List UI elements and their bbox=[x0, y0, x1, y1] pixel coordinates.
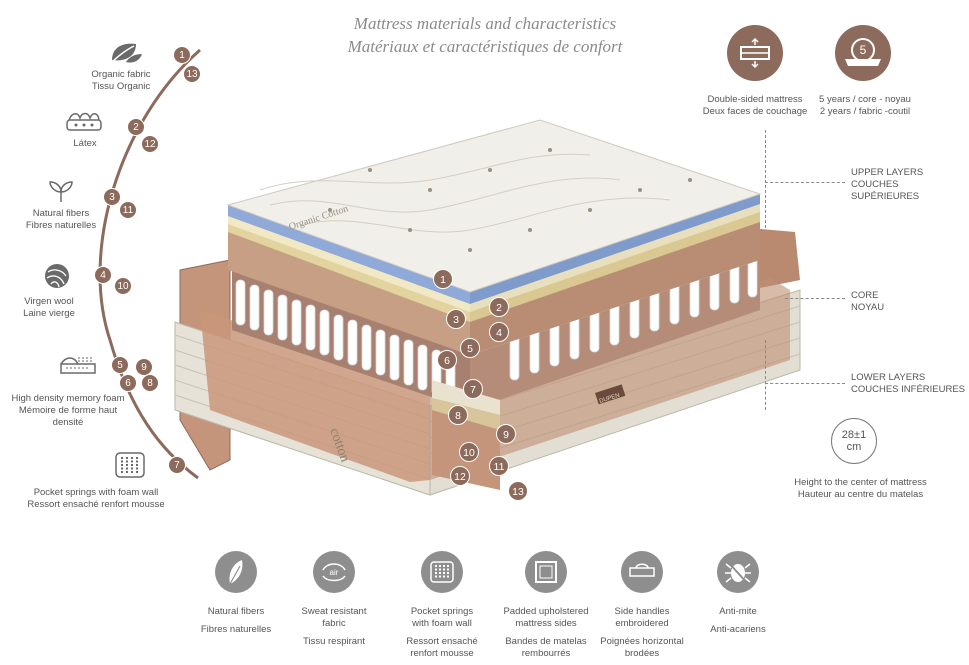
warranty-icon: 5 bbox=[845, 38, 881, 66]
layer-number: 1 bbox=[433, 269, 453, 289]
left-feature-label: Látex bbox=[73, 138, 97, 149]
bottom-feature-icon-circle bbox=[215, 551, 257, 593]
curve-number: 13 bbox=[183, 65, 201, 83]
layer-number: 2 bbox=[489, 297, 509, 317]
bottom-feature-icon-circle: air bbox=[313, 551, 355, 593]
layer-number: 8 bbox=[448, 405, 468, 425]
layer-number: 12 bbox=[450, 466, 470, 486]
lower-leader bbox=[765, 383, 845, 384]
layer-number: 10 bbox=[459, 442, 479, 462]
warranty-badge: 5 bbox=[835, 25, 891, 81]
layer-number: 7 bbox=[463, 379, 483, 399]
pocket-springs-icon bbox=[430, 561, 454, 583]
layer-number: 9 bbox=[496, 424, 516, 444]
title-line-1: Mattress materials and characteristics bbox=[353, 14, 617, 33]
double-sided-badge bbox=[727, 25, 783, 81]
layer-number: 4 bbox=[489, 322, 509, 342]
curve-number: 7 bbox=[168, 456, 186, 474]
layer-curve bbox=[98, 48, 201, 480]
double-sided-icon bbox=[740, 38, 770, 68]
sprout-icon bbox=[49, 181, 73, 202]
curve-number: 2 bbox=[127, 118, 145, 136]
curve-number: 12 bbox=[141, 135, 159, 153]
layer-number: 3 bbox=[446, 309, 466, 329]
curve-number: 10 bbox=[114, 277, 132, 295]
layer-number: 11 bbox=[489, 456, 509, 476]
curve-number: 1 bbox=[173, 46, 191, 64]
layer-number: 5 bbox=[460, 338, 480, 358]
wool-icon bbox=[45, 264, 69, 288]
core-leader bbox=[785, 298, 845, 299]
anti-mite-icon bbox=[725, 561, 751, 585]
mattress-illustration: Organic Cotton cotton DUPEN bbox=[174, 119, 801, 496]
layer-number: 6 bbox=[437, 350, 457, 370]
curve-number: 4 bbox=[94, 266, 112, 284]
air-icon: air bbox=[322, 563, 346, 582]
title-line-2: Matériaux et caractéristiques de confort bbox=[347, 37, 623, 56]
curve-number: 5 bbox=[111, 356, 129, 374]
layer-number: 13 bbox=[508, 481, 528, 501]
curve-number: 6 bbox=[119, 374, 137, 392]
air-icon-text: air bbox=[330, 568, 339, 577]
leaf-icon bbox=[109, 43, 142, 65]
side-handle-icon bbox=[629, 563, 655, 577]
warranty-value: 5 bbox=[860, 43, 867, 57]
curve-number: 8 bbox=[141, 374, 159, 392]
pocket-springs-icon bbox=[115, 452, 145, 478]
upper-bracket bbox=[765, 130, 766, 228]
bottom-feature-icon-circle bbox=[421, 551, 463, 593]
upper-leader bbox=[765, 182, 845, 183]
lower-bracket bbox=[765, 340, 766, 410]
latex-icon bbox=[66, 112, 102, 131]
bottom-feature-icon-circle bbox=[717, 551, 759, 593]
bottom-feature-icon-circle bbox=[621, 551, 663, 593]
curve-number: 3 bbox=[103, 188, 121, 206]
curve-number: 11 bbox=[119, 201, 137, 219]
bottom-feature-label: Anti-mite Anti-acariens bbox=[710, 606, 766, 635]
memory-foam-icon bbox=[60, 357, 96, 374]
bottom-feature-icon-circle bbox=[525, 551, 567, 593]
feather-icon bbox=[229, 560, 243, 585]
bottom-feature-label: Natural fibers Fibres naturelles bbox=[200, 606, 272, 635]
upholstered-sides-icon bbox=[535, 561, 557, 583]
